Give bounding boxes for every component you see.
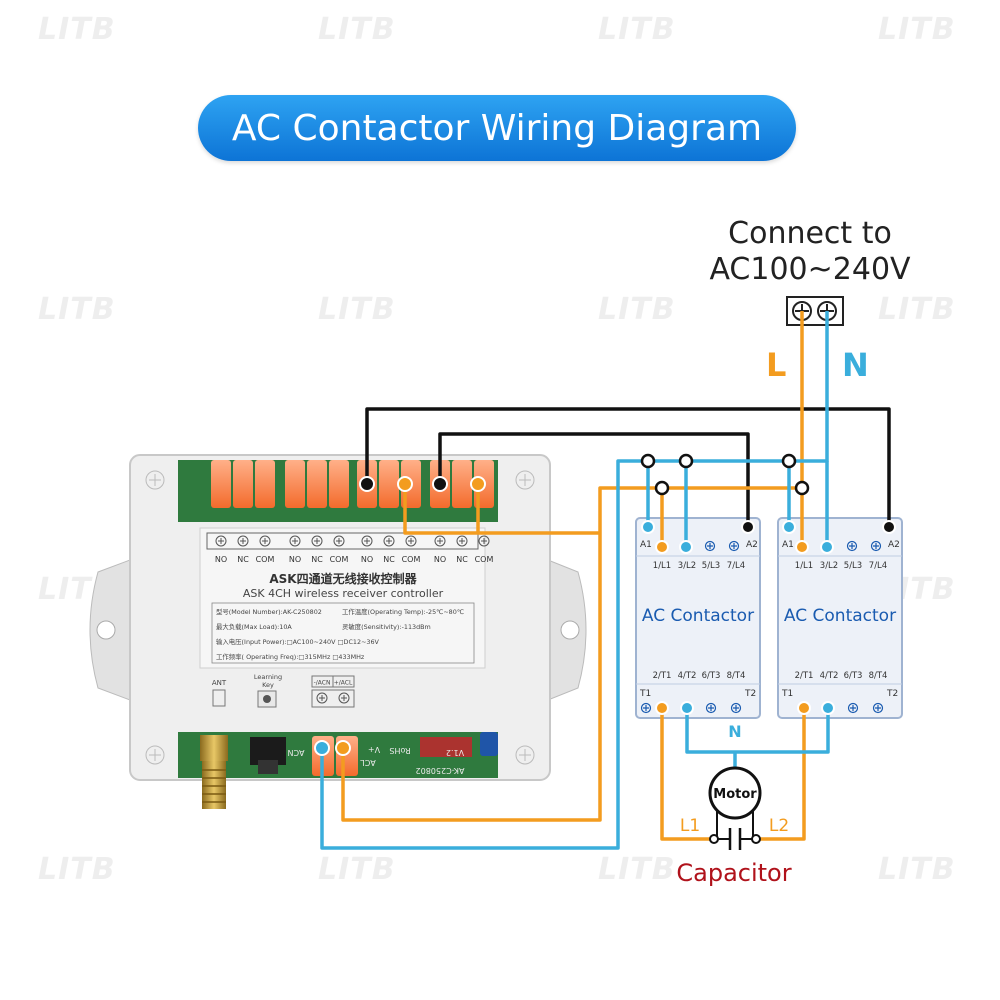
terminal-label: NO — [361, 555, 373, 564]
watermark: LITB — [598, 852, 676, 887]
pcb-rohs-text: RoHS — [389, 746, 410, 755]
watermark: LITB — [878, 292, 956, 327]
terminal-label: COM — [330, 555, 349, 564]
live-wire — [660, 708, 712, 841]
control-wire — [365, 407, 891, 527]
ant-label: ANT — [212, 679, 227, 687]
power-terminal-label: +/ACL — [334, 680, 353, 687]
live-label: L — [766, 346, 787, 384]
terminal-label: NC — [383, 555, 395, 564]
contactor-label: AC Contactor — [784, 606, 896, 626]
bottom-terminal-label: 6/T3 — [844, 671, 863, 681]
contactor-2: AC Contactor A1 A2 1/L1 3/L2 5/L3 7/L4 2… — [777, 517, 903, 719]
controller-name-cn: ASK四通道无线接收控制器 — [269, 571, 417, 586]
bottom-terminal-label: 6/T3 — [702, 671, 721, 681]
t1-label: T1 — [639, 689, 651, 699]
live-wire — [341, 311, 804, 822]
diagram-title: AC Contactor Wiring Diagram — [231, 107, 763, 149]
control-wire — [438, 432, 750, 527]
coil-a1-label: A1 — [782, 540, 794, 550]
bottom-terminal-label: 4/T2 — [820, 671, 839, 681]
title-banner: AC Contactor Wiring Diagram — [198, 95, 796, 161]
motor-lead-l1: L1 — [680, 816, 700, 836]
live-wire — [403, 484, 600, 535]
coil-a2-label: A2 — [746, 540, 758, 550]
watermark: LITB — [598, 12, 676, 47]
neutral-wire — [685, 708, 830, 754]
bottom-terminal-label: 8/T4 — [869, 671, 888, 681]
watermark: LITB — [38, 292, 116, 327]
top-terminal-label: 5/L3 — [844, 561, 862, 571]
top-terminal-label: 7/L4 — [869, 561, 887, 571]
watermark: LITB — [318, 12, 396, 47]
watermark: LITB — [38, 12, 116, 47]
supply-terminal-block — [786, 296, 844, 326]
supply-note: Connect to AC100~240V — [700, 216, 920, 288]
bottom-terminal-label: 2/T1 — [795, 671, 814, 681]
pcb-version-text: V1.2 — [446, 748, 464, 757]
capacitor-icon — [709, 828, 761, 850]
terminal-label: NO — [289, 555, 301, 564]
antenna-connector — [200, 735, 228, 809]
watermark: LITB — [598, 292, 676, 327]
contactor-1: AC Contactor A1 A2 1/L1 3/L2 5/L3 7/L4 2… — [635, 517, 761, 719]
t1-label: T1 — [781, 689, 793, 699]
coil-a1-label: A1 — [640, 540, 652, 550]
t2-label: T2 — [886, 689, 898, 699]
spec-power: 输入电压(Input Power):□AC100~240V □DC12~36V — [216, 637, 380, 646]
power-terminal-label: -/ACN — [314, 680, 331, 687]
pcb-vplus-text: V+ — [368, 745, 380, 754]
spec-frequency: 工作频率( Operating Freq):□315MHz □433MHz — [216, 652, 365, 661]
watermark: LITB — [878, 852, 956, 887]
supply-line-1: Connect to — [728, 216, 892, 251]
motor-neutral-label: N — [728, 722, 741, 741]
terminal-label: NO — [434, 555, 446, 564]
capacitor-label: Capacitor — [676, 859, 791, 887]
controller-name-en: ASK 4CH wireless receiver controller — [243, 587, 444, 600]
contactor-label: AC Contactor — [642, 606, 754, 626]
coil-a2-label: A2 — [888, 540, 900, 550]
top-terminal-label: 3/L2 — [820, 561, 838, 571]
top-terminal-label: 1/L1 — [653, 561, 671, 571]
watermark: LITB — [878, 12, 956, 47]
terminal-label: NC — [456, 555, 468, 564]
terminal-label: NC — [237, 555, 249, 564]
terminal-label: COM — [402, 555, 421, 564]
motor-lead-l2: L2 — [769, 816, 789, 836]
neutral-wire — [320, 311, 829, 850]
supply-line-2: AC100~240V — [709, 252, 911, 287]
watermark: LITB — [318, 292, 396, 327]
learning-key-label-1: Learning — [254, 673, 282, 681]
terminal-label: COM — [475, 555, 494, 564]
bottom-terminal-label: 4/T2 — [678, 671, 697, 681]
bottom-terminal-label: 8/T4 — [727, 671, 746, 681]
top-terminal-label: 1/L1 — [795, 561, 813, 571]
relay-terminal-labels: NO NC COM NO NC COM NO NC COM NO NC COM — [215, 555, 494, 564]
terminal-label: NO — [215, 555, 227, 564]
spec-load: 最大负载(Max Load):10A — [216, 622, 292, 631]
learning-key-label-2: Key — [262, 681, 274, 689]
pcb-model-text: AK-C250802 — [416, 766, 465, 775]
bottom-terminal-label: 2/T1 — [653, 671, 672, 681]
t2-label: T2 — [744, 689, 756, 699]
spec-sensitivity: 灵敏度(Sensitivity):-113dBm — [342, 622, 431, 631]
watermark: LITB — [318, 852, 396, 887]
top-terminal-label: 7/L4 — [727, 561, 745, 571]
terminal-label: NC — [311, 555, 323, 564]
spec-model: 型号(Model Number):AK-C250802 — [216, 607, 322, 616]
pcb-acl-text: ACL — [360, 758, 376, 767]
spec-temp: 工作温度(Operating Temp):-25℃~80℃ — [342, 607, 464, 616]
motor-icon: Motor — [708, 766, 762, 820]
watermark: LITB — [38, 852, 116, 887]
terminal-label: COM — [256, 555, 275, 564]
neutral-label: N — [842, 346, 869, 384]
top-terminal-label: 3/L2 — [678, 561, 696, 571]
top-terminal-label: 5/L3 — [702, 561, 720, 571]
pcb-acn-text: ACN — [288, 748, 305, 757]
motor-label: Motor — [713, 787, 757, 802]
controller-module: NO NC COM NO NC COM NO NC COM NO NC COM … — [89, 454, 587, 809]
